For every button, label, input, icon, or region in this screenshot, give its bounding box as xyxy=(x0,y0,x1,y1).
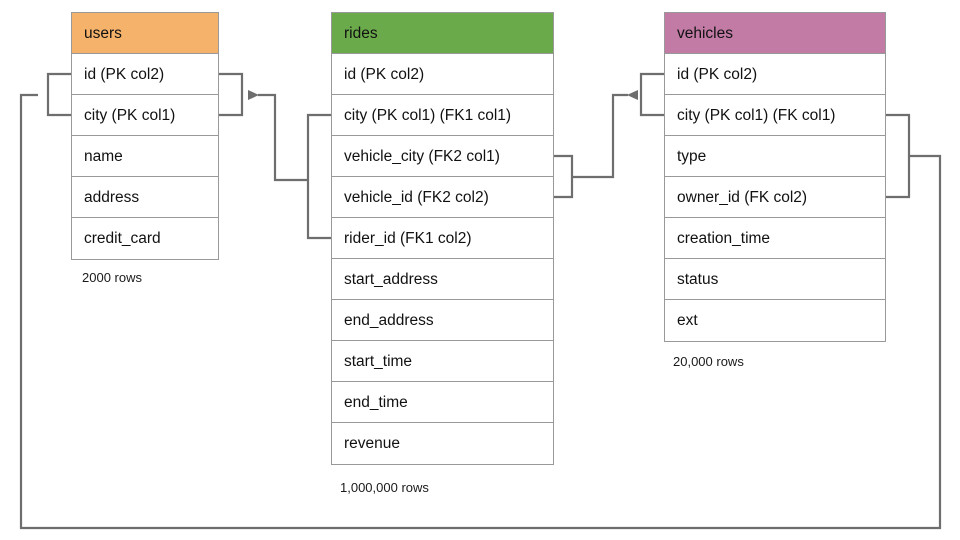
table-users-header: users xyxy=(72,13,218,54)
table-vehicles-column-creation-time[interactable]: creation_time xyxy=(665,218,885,259)
table-vehicles-column-status[interactable]: status xyxy=(665,259,885,300)
table-vehicles-column-owner-id[interactable]: owner_id (FK col2) xyxy=(665,177,885,218)
table-rides-header: rides xyxy=(332,13,553,54)
table-rides-column-start-time[interactable]: start_time xyxy=(332,341,553,382)
table-rides-column-revenue[interactable]: revenue xyxy=(332,423,553,464)
table-rides-column-start-address[interactable]: start_address xyxy=(332,259,553,300)
table-rides-column-vehicle-city[interactable]: vehicle_city (FK2 col1) xyxy=(332,136,553,177)
table-rides-column-end-time[interactable]: end_time xyxy=(332,382,553,423)
connector-vehicles-left-bracket xyxy=(639,72,664,117)
connector-fk2-rides-to-vehicles xyxy=(572,90,638,179)
connector-users-right-bracket xyxy=(219,72,244,117)
table-users-column-id[interactable]: id (PK col2) xyxy=(72,54,218,95)
table-rides-column-rider-id[interactable]: rider_id (FK1 col2) xyxy=(332,218,553,259)
table-users[interactable]: users id (PK col2) city (PK col1) name a… xyxy=(71,12,219,260)
table-users-column-city[interactable]: city (PK col1) xyxy=(72,95,218,136)
table-rides[interactable]: rides id (PK col2) city (PK col1) (FK1 c… xyxy=(331,12,554,465)
table-users-column-credit-card[interactable]: credit_card xyxy=(72,218,218,259)
table-vehicles[interactable]: vehicles id (PK col2) city (PK col1) (FK… xyxy=(664,12,886,342)
table-vehicles-header: vehicles xyxy=(665,13,885,54)
connector-rides-left-bracket xyxy=(306,113,331,240)
table-vehicles-column-id[interactable]: id (PK col2) xyxy=(665,54,885,95)
table-rides-column-end-address[interactable]: end_address xyxy=(332,300,553,341)
table-users-column-name[interactable]: name xyxy=(72,136,218,177)
table-rides-column-vehicle-id[interactable]: vehicle_id (FK2 col2) xyxy=(332,177,553,218)
connector-vehicles-right-bracket xyxy=(886,113,911,199)
connector-users-left-bracket xyxy=(46,72,71,117)
table-rides-column-city[interactable]: city (PK col1) (FK1 col1) xyxy=(332,95,553,136)
table-vehicles-row-count: 20,000 rows xyxy=(673,354,744,369)
table-vehicles-column-ext[interactable]: ext xyxy=(665,300,885,341)
table-vehicles-column-type[interactable]: type xyxy=(665,136,885,177)
table-users-column-address[interactable]: address xyxy=(72,177,218,218)
connector-rides-right-bracket xyxy=(554,154,574,199)
table-rides-row-count: 1,000,000 rows xyxy=(340,480,429,495)
table-users-row-count: 2000 rows xyxy=(82,270,142,285)
table-vehicles-column-city[interactable]: city (PK col1) (FK col1) xyxy=(665,95,885,136)
table-rides-column-id[interactable]: id (PK col2) xyxy=(332,54,553,95)
connector-fk1-rides-to-users xyxy=(248,90,308,182)
